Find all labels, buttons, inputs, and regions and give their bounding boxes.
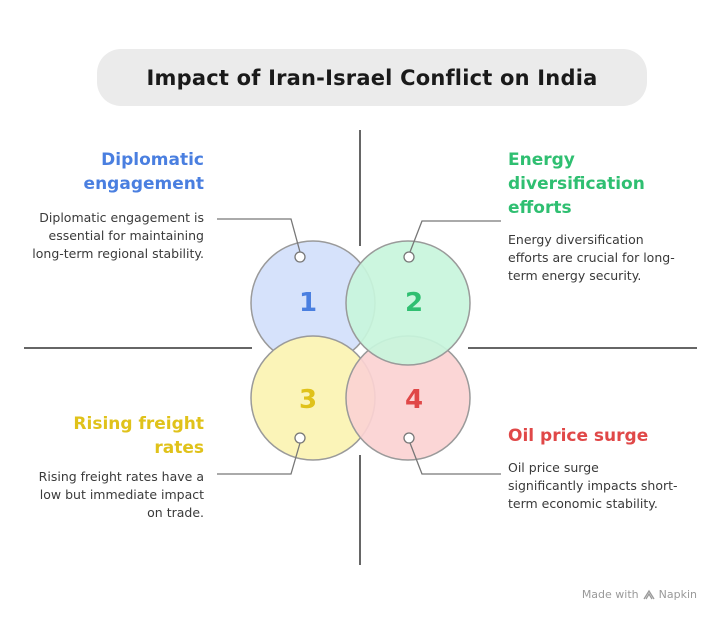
connector-3 xyxy=(217,442,301,475)
quadrant-1-heading: Diplomatic engagement xyxy=(83,150,204,194)
connector-4 xyxy=(409,442,501,475)
quadrant-4-body: Oil price surge significantly impacts sh… xyxy=(508,460,678,511)
connector-2 xyxy=(409,220,501,253)
circle-2-number: 2 xyxy=(405,288,423,318)
quadrant-2-body: Energy diversification efforts are cruci… xyxy=(508,232,675,283)
circle-2 xyxy=(345,240,471,366)
footer-credit: Made with Napkin xyxy=(582,588,697,601)
connector-4-dot xyxy=(403,432,415,444)
connector-1 xyxy=(217,218,301,253)
quadrant-1-body: Diplomatic engagement is essential for m… xyxy=(32,210,204,261)
quadrant-3-heading: Rising freight rates xyxy=(73,414,204,458)
napkin-logo-icon xyxy=(643,589,655,599)
footer-label: Made with xyxy=(581,588,639,601)
connector-2-dot xyxy=(403,251,415,263)
quadrant-2-heading: Energy diversification efforts xyxy=(508,150,645,218)
quadrant-4-heading: Oil price surge xyxy=(508,426,649,446)
circle-4-number: 4 xyxy=(405,385,423,415)
page-title: Impact of Iran-Israel Conflict on India xyxy=(146,65,598,90)
connector-1-dot xyxy=(294,251,306,263)
circle-1-number: 1 xyxy=(299,288,317,318)
footer-brand: Napkin xyxy=(658,588,697,601)
circle-3-number: 3 xyxy=(299,385,317,415)
title-banner: Impact of Iran-Israel Conflict on India xyxy=(97,49,647,106)
quadrant-3-body: Rising freight rates have a low but imme… xyxy=(38,469,204,520)
connector-3-dot xyxy=(294,432,306,444)
